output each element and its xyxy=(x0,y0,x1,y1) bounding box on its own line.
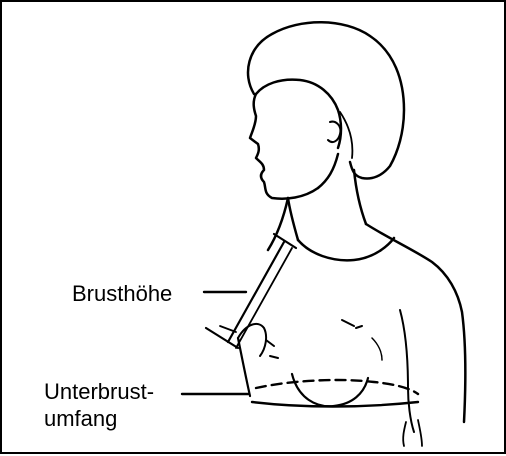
face-profile xyxy=(250,94,318,199)
arm-right-inner xyxy=(400,310,414,432)
brusthoehe-tick-mid xyxy=(220,326,236,332)
ear xyxy=(328,122,340,142)
underbust-band xyxy=(252,402,418,407)
arm-right-detail xyxy=(403,422,406,446)
hair-front xyxy=(256,80,341,148)
bust-left xyxy=(238,324,266,356)
label-brusthoehe: Brusthöhe xyxy=(72,280,172,307)
bust-right-detail xyxy=(342,320,362,328)
bust-cup-arc xyxy=(292,374,368,406)
brusthoehe-tick-top xyxy=(274,234,296,248)
arm-right-detail2 xyxy=(418,420,422,446)
bust-detail-1 xyxy=(266,340,274,346)
neck-front xyxy=(288,198,298,240)
underbust-dashed xyxy=(256,380,418,394)
hair-outline xyxy=(248,22,404,178)
bust-detail-2 xyxy=(270,356,278,358)
label-unterbrust-line1: Unterbrust- xyxy=(44,378,154,405)
neckline xyxy=(298,238,394,260)
torso-left xyxy=(238,338,250,396)
label-unterbrust-line2: umfang xyxy=(44,405,154,432)
label-unterbrustumfang: Unterbrust- umfang xyxy=(44,378,154,432)
jaw-line xyxy=(318,154,338,188)
bust-shade xyxy=(372,338,382,360)
brusthoehe-guide-line xyxy=(236,248,292,348)
